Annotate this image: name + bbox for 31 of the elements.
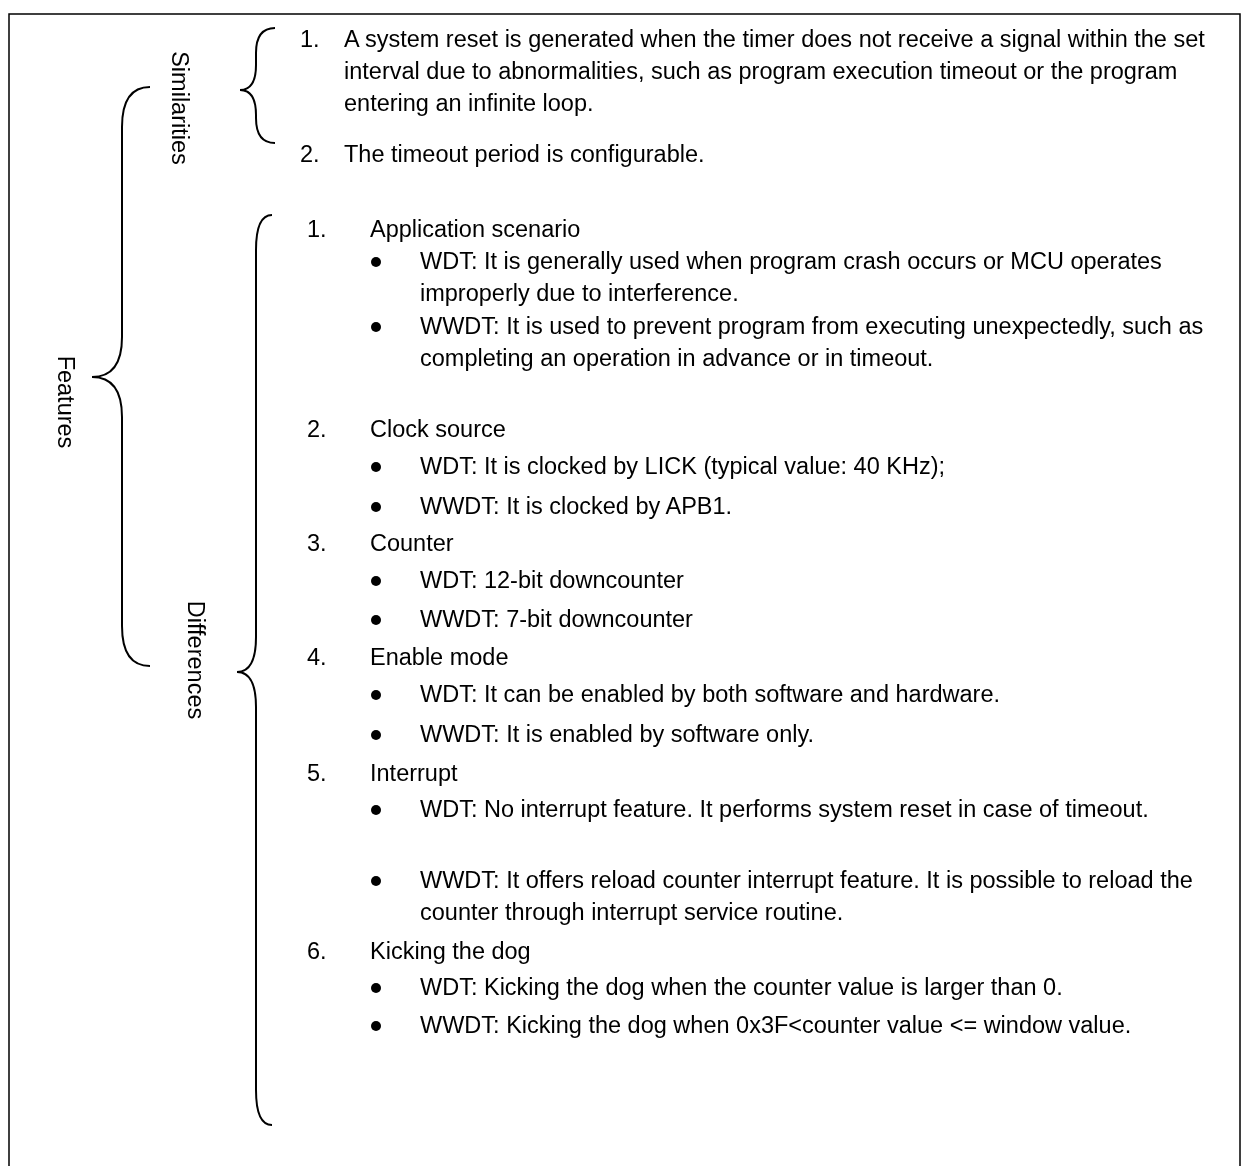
list-number: 2.: [307, 415, 327, 444]
list-item-text: Clock source: [370, 415, 507, 444]
list-item-text: Enable mode: [370, 643, 510, 672]
list-item-text: The timeout period is configurable.: [344, 140, 706, 169]
list-item-text: Application scenario: [370, 215, 582, 244]
list-item-text: A system reset is generated when the timer does not receive a signal within the set interval due to abnormalities, such as program execution timeout or the program entering an infinite loop.: [344, 25, 1206, 118]
bullet-text: WWDT: Kicking the dog when 0x3F<counter value <= window value.: [420, 1011, 1133, 1040]
bullet-text: WDT: It is clocked by LICK (typical value: 40 KHz);: [420, 452, 946, 481]
group-heading: Similarities: [166, 51, 194, 165]
list-item-text: Counter: [370, 529, 455, 558]
list-number: 1.: [307, 215, 327, 244]
list-number: 5.: [307, 759, 327, 788]
list-number: 3.: [307, 529, 327, 558]
bullet-text: WWDT: It is used to prevent program from executing unexpectedly, such as completing an operation in advance or in timeout.: [420, 312, 1205, 373]
bullet-text: WWDT: It offers reload counter interrupt feature. It is possible to reload the counter through interrupt service routine.: [420, 866, 1194, 927]
bullet-text: WWDT: It is clocked by APB1.: [420, 492, 734, 521]
group-heading: Differences: [182, 600, 210, 720]
bullet-text: WDT: It is generally used when program crash occurs or MCU operates improperly due to interference.: [420, 247, 1163, 308]
bullet-text: WDT: 12-bit downcounter: [420, 566, 685, 595]
bullet-text: WWDT: 7-bit downcounter: [420, 605, 694, 634]
list-number: 1.: [300, 25, 320, 54]
group-heading: Features: [52, 355, 80, 449]
list-item-text: Interrupt: [370, 759, 459, 788]
bullet-text: WDT: Kicking the dog when the counter value is larger than 0.: [420, 973, 1064, 1002]
list-number: 4.: [307, 643, 327, 672]
bullet-text: WDT: No interrupt feature. It performs system reset in case of timeout.: [420, 795, 1150, 824]
bullet-text: WDT: It can be enabled by both software and hardware.: [420, 680, 1001, 709]
list-item-text: Kicking the dog: [370, 937, 532, 966]
list-number: 6.: [307, 937, 327, 966]
list-number: 2.: [300, 140, 320, 169]
bullet-text: WWDT: It is enabled by software only.: [420, 720, 815, 749]
